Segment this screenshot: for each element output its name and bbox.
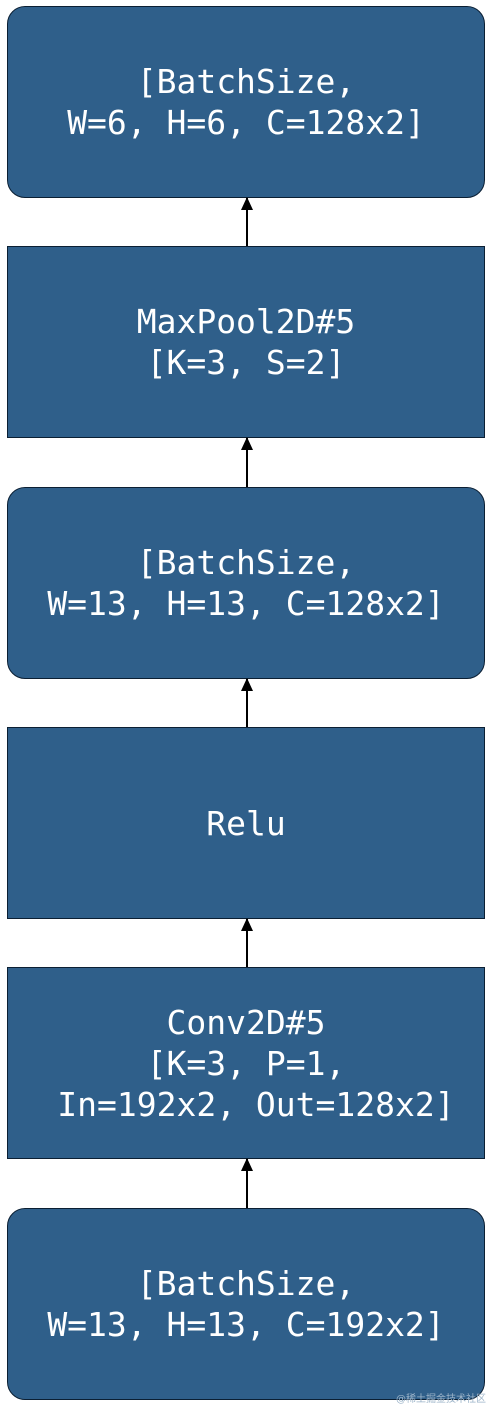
output-tensor-line-2: W=6, H=6, C=128x2]: [67, 103, 425, 142]
input-tensor-line-1: [BatchSize,: [136, 1264, 356, 1303]
input-tensor-node: [BatchSize, W=13, H=13, C=192x2]: [7, 1208, 485, 1400]
conv-line-1: Conv2D#5: [166, 1002, 326, 1042]
conv-line-3: In=192x2, Out=128x2]: [37, 1084, 455, 1124]
arrow-relu-to-tensor: [241, 678, 253, 727]
relu-output-tensor-line-2: W=13, H=13, C=128x2]: [47, 584, 445, 623]
relu-output-tensor-line-1: [BatchSize,: [136, 543, 356, 582]
relu-line-1: Relu: [206, 803, 286, 843]
relu-output-tensor-node: [BatchSize, W=13, H=13, C=128x2]: [7, 487, 485, 679]
conv-node: Conv2D#5 [K=3, P=1, In=192x2, Out=128x2]: [7, 967, 485, 1159]
output-tensor-line-1: [BatchSize,: [136, 62, 356, 101]
maxpool-line-2: [K=3, S=2]: [146, 343, 346, 382]
maxpool-node: MaxPool2D#5 [K=3, S=2]: [7, 246, 485, 438]
output-tensor-node: [BatchSize, W=6, H=6, C=128x2]: [7, 6, 485, 198]
maxpool-line-1: MaxPool2D#5: [136, 302, 356, 341]
input-tensor-line-2: W=13, H=13, C=192x2]: [47, 1305, 445, 1344]
arrow-input-to-conv: [241, 1158, 253, 1208]
arrow-maxpool-to-output: [241, 197, 253, 246]
relu-node: Relu: [7, 727, 485, 919]
arrow-relu-tensor-to-maxpool: [241, 437, 253, 487]
watermark: @稀土掘金技术社区: [396, 1394, 486, 1405]
conv-line-2: [K=3, P=1,: [146, 1043, 346, 1083]
arrow-conv-to-relu: [241, 918, 253, 967]
